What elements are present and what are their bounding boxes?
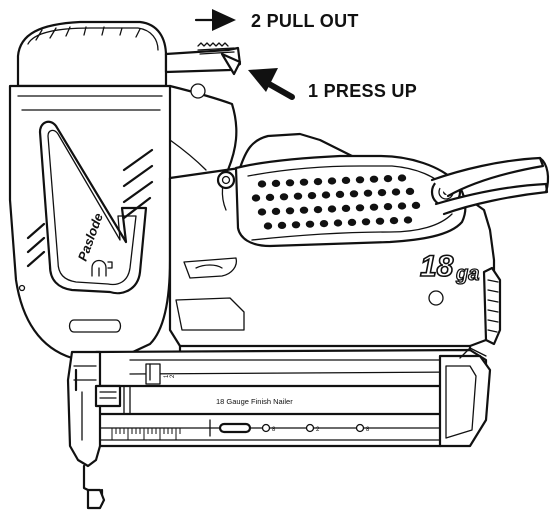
gauge-number: 18: [420, 250, 454, 283]
grip-dot: [369, 175, 379, 183]
grip-dot: [305, 220, 315, 228]
pull-out-arrow: [194, 9, 236, 31]
grip-dot: [347, 218, 357, 226]
press-up-arrow: [248, 68, 295, 100]
screw-icon: [190, 83, 206, 99]
grip-dot: [257, 208, 267, 216]
depth-mark-2: 2: [170, 374, 176, 378]
gauge-suffix: ga: [455, 263, 479, 285]
grip-dot: [271, 207, 281, 215]
grip-dot: [383, 203, 393, 211]
press-up-label: 1 PRESS UP: [308, 81, 417, 101]
mag-mark-3: 8: [366, 427, 370, 433]
front-ribs: [26, 148, 154, 268]
depth-mark-1: 1: [164, 374, 170, 378]
grip-dot: [397, 202, 407, 210]
grip-dot: [335, 190, 345, 198]
mag-mark-2: 2: [316, 427, 320, 433]
grip-dot: [285, 179, 295, 187]
magazine-ruler: [111, 428, 181, 440]
grip-dot: [299, 206, 309, 214]
grip-dot: [333, 219, 343, 227]
grip-dot: [349, 190, 359, 198]
grip-dot: [377, 189, 387, 197]
magazine-latch: [218, 422, 252, 434]
grip-dot: [327, 177, 337, 185]
grip-dot: [403, 216, 413, 224]
grip-dot: [363, 189, 373, 197]
rear-cap: [428, 266, 502, 346]
grip-dot: [265, 193, 275, 201]
grip-dot: [361, 218, 371, 226]
grip-dot: [279, 193, 289, 201]
grip-dot: [355, 204, 365, 212]
handle: [234, 154, 467, 248]
grip-dot: [355, 176, 365, 184]
grip-dot: [341, 176, 351, 184]
grip-dot: [271, 179, 281, 187]
grip-dot: [389, 217, 399, 225]
grip-dot: [405, 187, 415, 195]
grip-dot: [313, 178, 323, 186]
grip-dot: [251, 194, 261, 202]
gauge-label: 18 ga: [419, 249, 480, 285]
grip-dot: [397, 174, 407, 182]
grip-dot: [369, 203, 379, 211]
grip-dot: [383, 175, 393, 183]
grip-dot: [319, 220, 329, 228]
magazine-label: 18 Gauge Finish Nailer: [216, 397, 293, 406]
grip-dot: [313, 206, 323, 214]
pivot-screw-icon: [216, 170, 236, 190]
grip-dot: [277, 221, 287, 229]
magazine: 18 Gauge Finish Nailer 8 2 8: [94, 347, 492, 448]
grip-dot: [375, 217, 385, 225]
grip-dot: [299, 178, 309, 186]
grip-dot: [285, 207, 295, 215]
grip-dot: [411, 201, 421, 209]
grip-dot: [391, 188, 401, 196]
grip-dot: [293, 192, 303, 200]
logo-badge: Paslode: [38, 120, 148, 295]
grip-dot: [341, 204, 351, 212]
cap-latch: [164, 42, 242, 76]
mag-mark-1: 8: [272, 427, 276, 433]
belt-hook: [430, 156, 550, 216]
grip-dot: [291, 221, 301, 229]
depth-marks: 1 2: [149, 363, 176, 381]
grip-dots: [251, 174, 421, 230]
grip-dot: [263, 222, 273, 230]
grip-dot: [321, 191, 331, 199]
pull-out-label: 2 PULL OUT: [251, 11, 359, 31]
grip-dot: [327, 205, 337, 213]
grip-dot: [257, 180, 267, 188]
top-cap: [16, 20, 168, 88]
grip-dot: [307, 192, 317, 200]
nose: [66, 350, 122, 510]
